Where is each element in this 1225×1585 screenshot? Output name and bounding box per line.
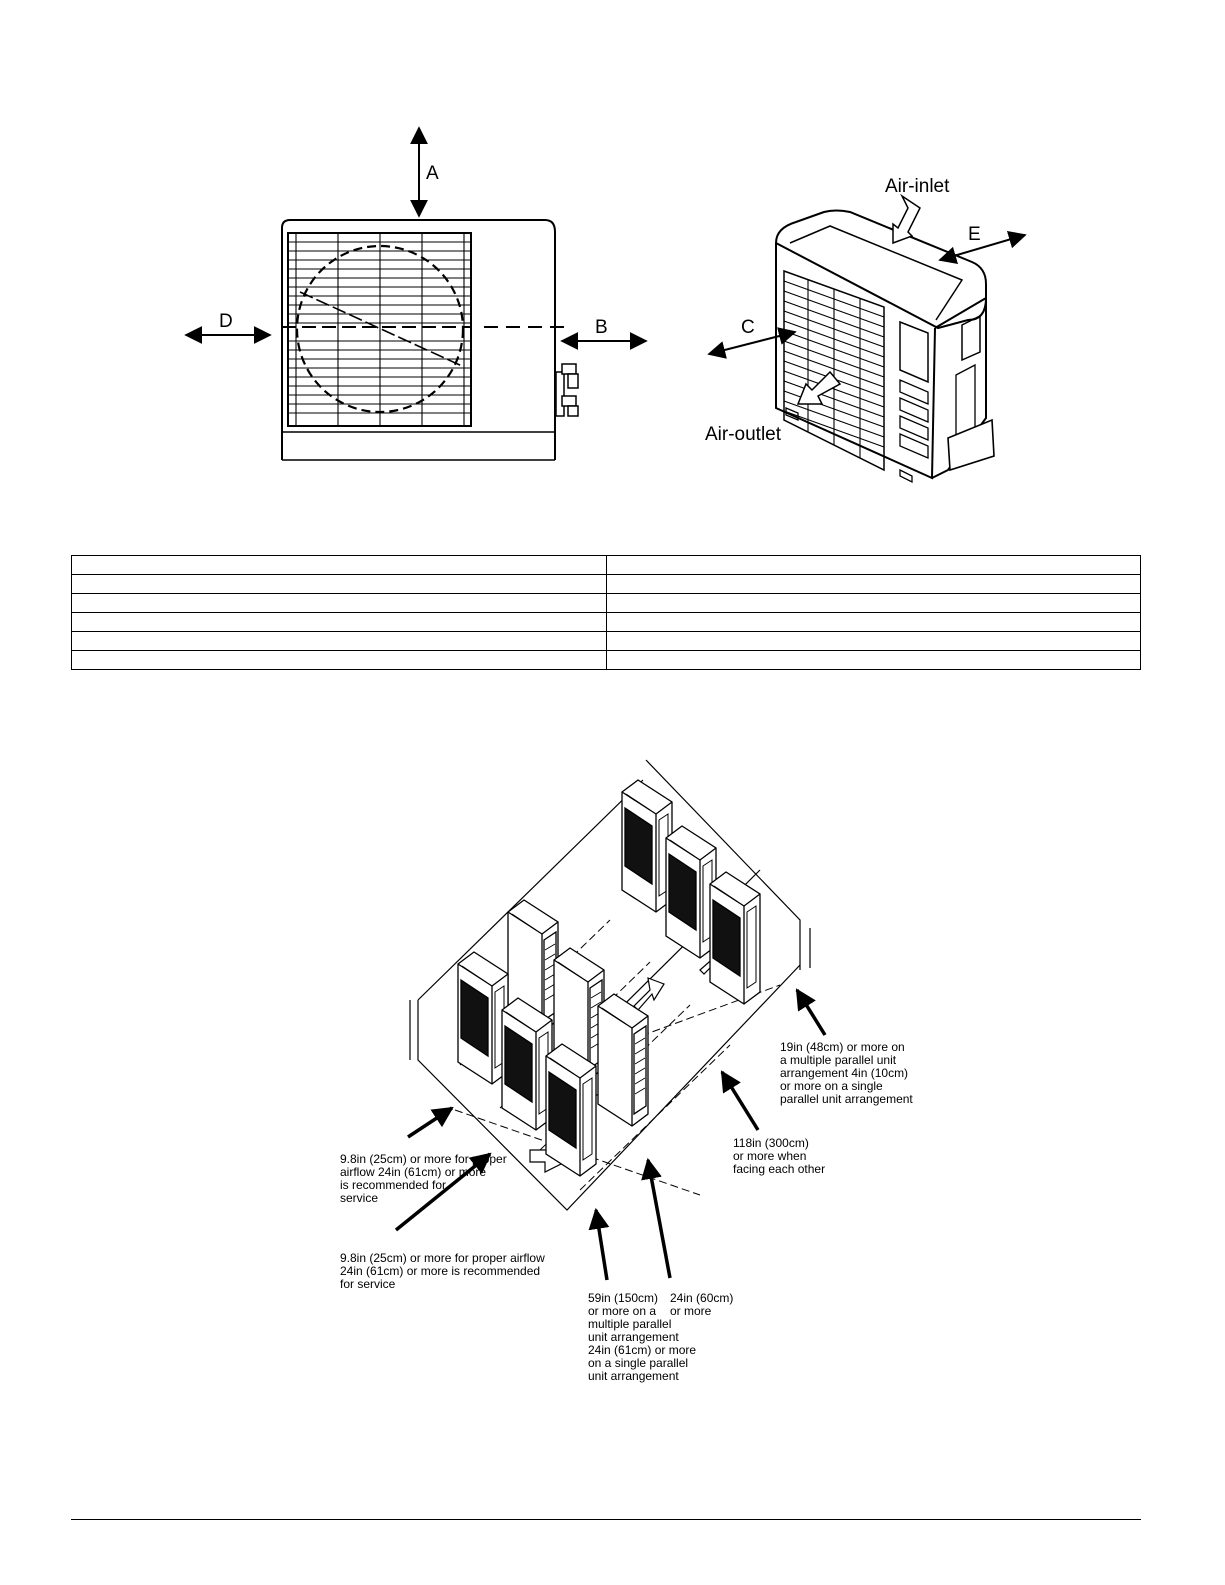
top-figure: A D B C E (184, 126, 1027, 484)
callout-line: 24in (61cm) or more is recommended (340, 1264, 540, 1278)
callout-line: 9.8in (25cm) or more for proper (340, 1152, 507, 1166)
service-valves (555, 363, 579, 417)
callout-left-lower: 9.8in (25cm) or more for proper airflow … (340, 1251, 548, 1291)
callout-arrows (394, 988, 827, 1281)
callout-line: arrangement 4in (10cm) (780, 1066, 908, 1080)
airflow-arrow-down (699, 949, 725, 975)
table-row (71, 612, 1141, 632)
callout-line: is recommended for (340, 1178, 446, 1192)
fan-circle (295, 244, 465, 414)
table-cell (605, 650, 1141, 670)
callout-line: airflow 24in (61cm) or more (340, 1165, 486, 1179)
table-cell (71, 631, 607, 651)
table-row (71, 650, 1141, 670)
callout-line: 19in (48cm) or more on (780, 1040, 905, 1054)
label-a: A (426, 163, 439, 184)
callout-line: on a single parallel (588, 1356, 688, 1370)
callout-line: 59in (150cm) (588, 1291, 658, 1305)
callout-texts: 19in (48cm) or more on a multiple parall… (340, 1040, 913, 1383)
table-cell (605, 574, 1141, 594)
spacing-dash-lines (454, 919, 781, 1196)
outdoor-unit (621, 779, 673, 913)
table-cell (71, 650, 607, 670)
airflow-arrow-front (529, 1138, 566, 1173)
grille-lines (288, 233, 471, 426)
label-e: E (968, 224, 981, 245)
callout-line: or more on a (588, 1304, 656, 1318)
callout-line: for service (340, 1277, 396, 1291)
isometric-unit (774, 209, 995, 484)
clearance-arrow-e (938, 230, 1027, 265)
table-cell (605, 612, 1141, 632)
callout-line: or more (670, 1304, 712, 1318)
table-row (71, 574, 1141, 594)
air-inlet-arrow (892, 193, 921, 245)
callout-line: service (340, 1191, 378, 1205)
callout-bottom-mid: 59in (150cm) or more on a multiple paral… (588, 1291, 699, 1383)
callout-line: unit arrangement (588, 1330, 679, 1344)
callout-line: 118in (300cm) (733, 1136, 809, 1150)
table-row (71, 593, 1141, 613)
label-d: D (219, 311, 233, 332)
label-air-inlet: Air-inlet (885, 176, 950, 197)
callout-bottom-right: 24in (60cm) or more (670, 1291, 737, 1318)
callout-line: a multiple parallel unit (780, 1053, 897, 1067)
callout-line: 24in (61cm) or more (588, 1343, 696, 1357)
callout-line: facing each other (733, 1162, 825, 1176)
callout-line: 24in (60cm) (670, 1291, 733, 1305)
table-cell (605, 555, 1141, 575)
table-row (71, 631, 1141, 651)
callout-left-upper: 9.8in (25cm) or more for proper airflow … (340, 1152, 510, 1205)
callout-line: multiple parallel (588, 1317, 671, 1331)
outdoor-unit (501, 997, 553, 1131)
outdoor-unit (507, 899, 559, 1033)
table-cell (71, 612, 607, 632)
outdoor-unit (553, 947, 605, 1081)
footer-rule (71, 1519, 1141, 1520)
air-outlet-arrow (796, 370, 842, 405)
outdoor-unit (597, 993, 649, 1127)
label-air-outlet: Air-outlet (705, 424, 782, 445)
table-cell (71, 593, 607, 613)
table-cell (71, 555, 607, 575)
outdoor-unit (457, 951, 509, 1085)
label-c: C (741, 317, 755, 338)
callout-line: unit arrangement (588, 1369, 679, 1383)
callout-line: or more when (733, 1149, 806, 1163)
outdoor-unit (665, 825, 717, 959)
ground-outline (409, 759, 811, 1211)
table-row (71, 555, 1141, 575)
outdoor-unit (545, 1043, 597, 1177)
clearance-table (71, 555, 1141, 670)
callout-line: parallel unit arrangement (780, 1092, 913, 1106)
table-cell (605, 631, 1141, 651)
outdoor-unit (709, 871, 761, 1005)
callout-line: 9.8in (25cm) or more for proper airflow (340, 1251, 545, 1265)
label-b: B (595, 317, 608, 338)
table-cell (605, 593, 1141, 613)
callout-facing: 118in (300cm) or more when facing each o… (733, 1136, 825, 1176)
callout-right-top: 19in (48cm) or more on a multiple parall… (780, 1040, 913, 1106)
airflow-arrow-up (633, 977, 665, 1011)
table-cell (71, 574, 607, 594)
clearance-arrow-c (707, 327, 797, 359)
callout-line: or more on a single (780, 1079, 883, 1093)
front-view-unit (281, 219, 579, 461)
